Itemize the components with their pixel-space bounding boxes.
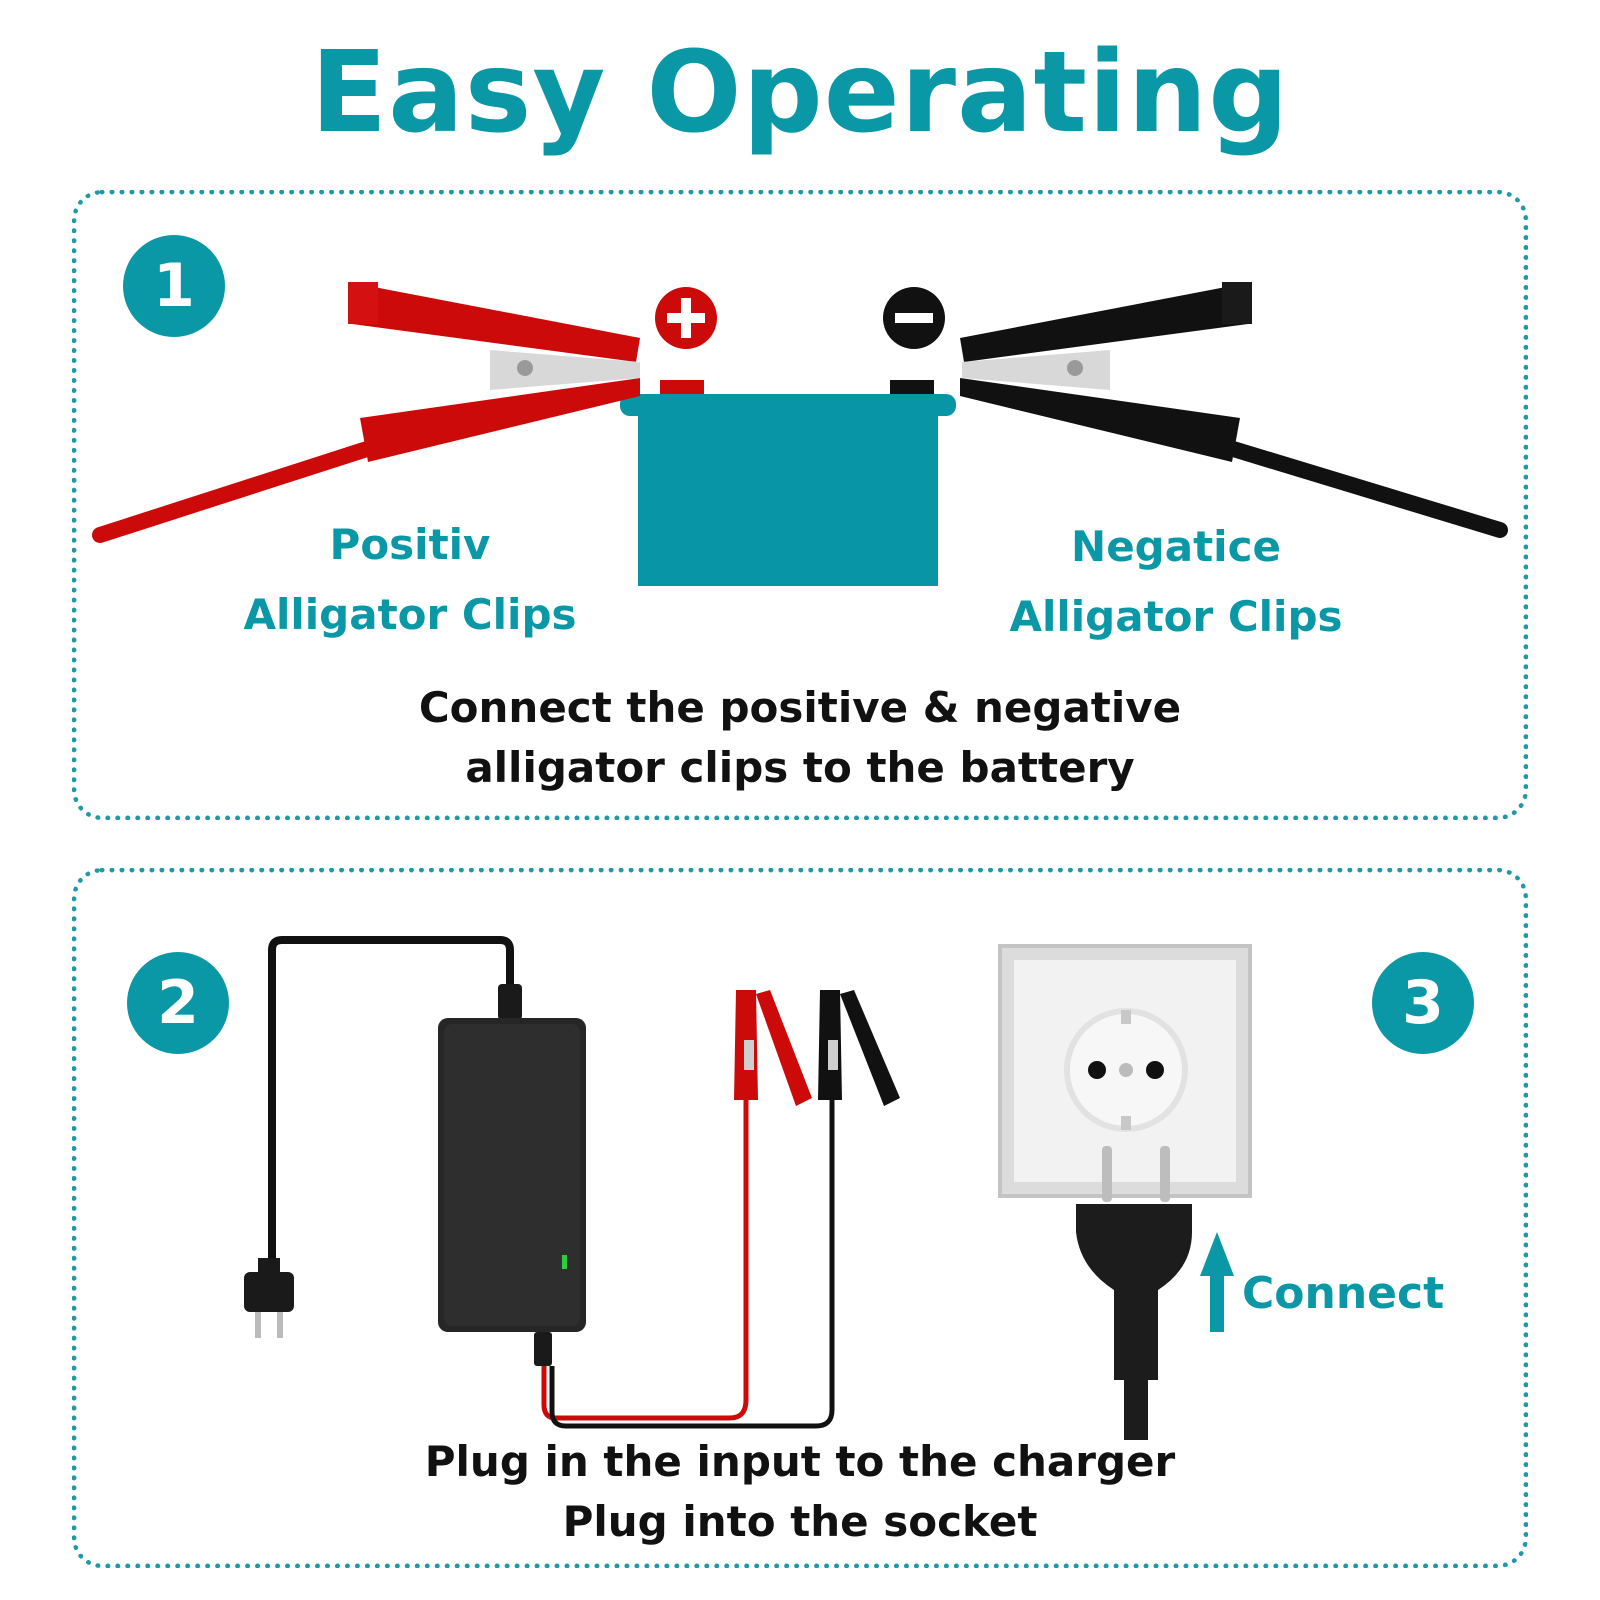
- connect-label: Connect: [1242, 1268, 1445, 1319]
- negative-alligator-clip-icon: [960, 282, 1508, 538]
- step-1-badge: 1: [123, 235, 225, 337]
- step-2-caption: Plug in the input to the charger Plug in…: [0, 1432, 1600, 1552]
- charger-icon: [438, 984, 586, 1366]
- step-1-caption: Connect the positive & negative alligato…: [0, 678, 1600, 798]
- step-2-caption-line2: Plug into the socket: [562, 1497, 1038, 1546]
- wall-socket-icon: [998, 944, 1252, 1198]
- plus-icon: [655, 287, 717, 349]
- page-title: Easy Operating: [310, 28, 1290, 158]
- step-2-caption-line1: Plug in the input to the charger: [424, 1437, 1176, 1486]
- step-2-badge: 2: [127, 952, 229, 1054]
- step-1-caption-line2: alligator clips to the battery: [465, 743, 1135, 792]
- step-2-3-panel: [72, 868, 1528, 1568]
- charger-output-cables-icon: [541, 990, 900, 1429]
- step-1-caption-line1: Connect the positive & negative: [418, 683, 1182, 732]
- minus-icon: [883, 287, 945, 349]
- positive-clip-label-line1: Positiv: [329, 520, 491, 569]
- positive-clip-label: Positiv Alligator Clips: [200, 510, 620, 650]
- battery-icon: [620, 380, 956, 586]
- power-cord-icon: [244, 936, 514, 1338]
- eu-plug-icon: [1076, 1146, 1192, 1440]
- step-1-panel: [72, 190, 1528, 820]
- negative-clip-label-line2: Alligator Clips: [1009, 592, 1343, 641]
- negative-clip-label-line1: Negatice: [1071, 522, 1281, 571]
- positive-alligator-clip-icon: [92, 282, 640, 543]
- step-3-badge: 3: [1372, 952, 1474, 1054]
- arrow-up-icon: [1200, 1232, 1234, 1332]
- positive-clip-label-line2: Alligator Clips: [243, 590, 577, 639]
- negative-clip-label: Negatice Alligator Clips: [966, 512, 1386, 652]
